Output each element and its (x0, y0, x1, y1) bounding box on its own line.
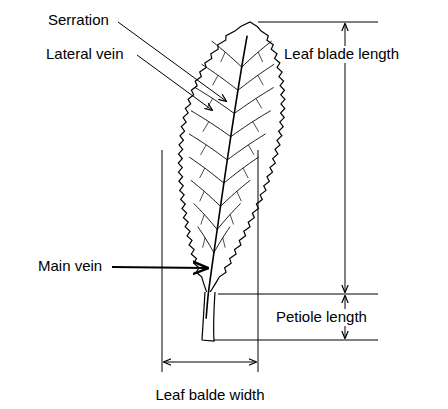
main-vein (206, 36, 247, 319)
lateral-vein (242, 41, 272, 67)
lateral-vein (214, 227, 230, 253)
dimension-lines (162, 22, 378, 372)
minor-vein (201, 214, 205, 224)
lateral-vein (194, 203, 217, 229)
lateral-vein (227, 134, 265, 160)
lateral-vein (238, 64, 274, 90)
minor-vein (200, 168, 205, 178)
minor-vein (248, 145, 254, 155)
minor-vein (223, 238, 225, 248)
leader-lines (112, 22, 226, 268)
leaf-blade (178, 22, 285, 295)
petiole-length-label: Petiole length (274, 309, 369, 326)
main-vein-label: Main vein (36, 258, 104, 275)
lateral-vein (221, 180, 251, 206)
lateral-vein (231, 111, 271, 137)
leaf-drawing (178, 22, 285, 341)
lateral-vein (195, 87, 234, 113)
minor-vein (230, 214, 234, 224)
blade-width-label: Leaf balde width (153, 387, 266, 404)
minor-vein (237, 191, 241, 201)
lateral-vein-label: Lateral vein (44, 46, 126, 63)
blade-length-label: Leaf blade length (282, 46, 401, 63)
lateral-vein (191, 111, 231, 137)
lateral-vein (224, 157, 259, 183)
lateral-vein (198, 227, 214, 253)
minor-vein (258, 75, 263, 85)
lateral-vein (189, 134, 227, 160)
lateral-vein (191, 180, 221, 206)
serration-label: Serration (46, 12, 111, 29)
minor-vein (203, 238, 205, 248)
minor-vein (203, 122, 209, 132)
lateral-vein (234, 87, 273, 113)
minor-vein (213, 75, 218, 85)
lateral-vein (189, 157, 224, 183)
minor-vein (221, 52, 225, 62)
minor-vein (243, 168, 248, 178)
minor-vein (258, 52, 262, 62)
minor-vein (256, 98, 262, 108)
lateral-vein (217, 203, 240, 229)
minor-vein (201, 145, 207, 155)
lateral-vein (212, 41, 242, 67)
minor-vein (200, 191, 204, 201)
lateral-vein (202, 64, 238, 90)
minor-vein (253, 122, 259, 132)
